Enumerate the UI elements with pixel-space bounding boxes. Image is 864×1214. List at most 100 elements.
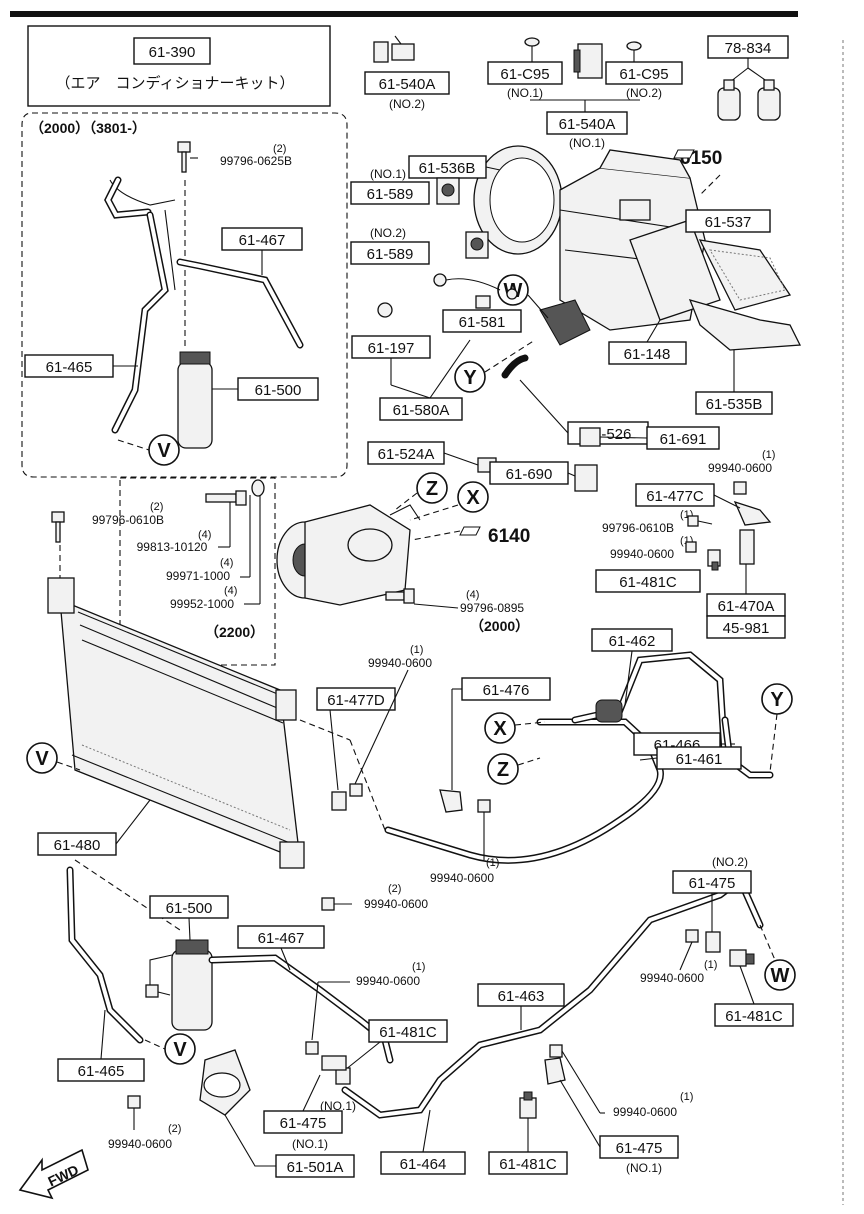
box-61-581[interactable]: [442, 309, 522, 333]
nut-b13: [305, 1041, 319, 1055]
marker-X-mid[interactable]: X: [457, 481, 489, 513]
switch-61-481C-lo: [321, 1055, 351, 1085]
label-61-691: 61-691: [660, 431, 707, 448]
label-no1-c: (NO.1): [370, 167, 406, 181]
marker-V-low[interactable]: V: [164, 1033, 196, 1065]
marker-Y-top[interactable]: Y: [454, 361, 486, 393]
code-b2: 99940-0600: [708, 461, 772, 475]
box-61-C95-2[interactable]: [605, 61, 683, 85]
duct-61-535B: [688, 299, 802, 351]
label-61-467-lo: 61-467: [258, 930, 305, 947]
label-61-501A: 61-501A: [287, 1159, 344, 1176]
kit-code-box[interactable]: [133, 37, 211, 65]
ref-6140-icon: [459, 526, 481, 536]
condenser: [47, 577, 305, 869]
marker-Z-mid[interactable]: Z: [416, 472, 448, 504]
label-61-481C-bottom: 61-481C: [499, 1156, 557, 1173]
label-61-C95-1: 61-C95: [500, 66, 549, 83]
svg-text:X: X: [493, 718, 507, 740]
qty-b7: (4): [220, 557, 233, 569]
box-61-540A-mid[interactable]: [546, 111, 628, 135]
nut-b11: [477, 799, 491, 813]
code-b12: 99940-0600: [364, 897, 428, 911]
clamp-61-475-no1-r: [544, 1057, 566, 1085]
box-61-589-1[interactable]: [350, 181, 430, 205]
code-b9: 99796-0895: [460, 601, 524, 615]
relay-61-470A: [739, 529, 755, 565]
label-61-524A: 61-524A: [378, 446, 435, 463]
label-no2-b: (NO.2): [626, 86, 662, 100]
switch-61-481C-r: [707, 549, 721, 571]
note-b9: （2000）: [470, 618, 529, 634]
drain-hose: [501, 354, 529, 379]
ref-6150-icon: [673, 149, 695, 159]
marker-V-up[interactable]: V: [148, 434, 180, 466]
top-border: [10, 11, 798, 17]
bolt-b1: [177, 141, 191, 173]
svg-text:V: V: [157, 440, 171, 462]
box-61-C95-1[interactable]: [487, 61, 563, 85]
seal-c95-2: [626, 41, 642, 51]
marker-X-low[interactable]: X: [484, 712, 516, 744]
seal-c95-1: [524, 37, 540, 47]
svg-text:Z: Z: [497, 759, 509, 781]
label-61-465-up: 61-465: [46, 359, 93, 376]
part-61-690: [574, 464, 598, 492]
kit-code: 61-390: [149, 44, 196, 61]
bracket-61-501A: [199, 1049, 251, 1116]
label-61-477C: 61-477C: [646, 488, 704, 505]
label-61-580A: 61-580A: [393, 402, 450, 419]
marker-Z-low[interactable]: Z: [487, 753, 519, 785]
marker-Y-mid[interactable]: Y: [761, 683, 793, 715]
box-61-580A[interactable]: [379, 397, 463, 421]
label-61-467-up: 61-467: [239, 232, 286, 249]
sensor-parts: [377, 273, 518, 318]
qty-b5: (2): [150, 501, 163, 513]
label-61-536B: 61-536B: [419, 160, 476, 177]
svg-text:Y: Y: [463, 367, 477, 389]
label-61-535B: 61-535B: [706, 396, 763, 413]
box-61-481C-r[interactable]: [595, 569, 701, 593]
qty-b15: (1): [680, 1091, 693, 1103]
label-no2-c: (NO.2): [370, 226, 406, 240]
code-b11: 99940-0600: [430, 871, 494, 885]
receiver-drier-lo: [145, 939, 213, 1031]
label-61-540A-top: 61-540A: [379, 76, 436, 93]
code-b1: 99796-0625B: [220, 154, 292, 168]
box-61-481C-lo[interactable]: [368, 1019, 448, 1043]
ref-6140: 6140: [488, 526, 530, 547]
marker-V-mid[interactable]: V: [26, 742, 58, 774]
label-61-470A: 61-470A: [718, 598, 775, 615]
qty-b10: (1): [410, 644, 423, 656]
switch-61-481C-lo-r: [729, 949, 755, 967]
relay-part: [573, 43, 603, 79]
box-45-981[interactable]: [706, 615, 786, 639]
label-61-690: 61-690: [506, 466, 553, 483]
code-b15: 99940-0600: [613, 1105, 677, 1119]
bolt-b3: [687, 515, 699, 527]
code-b5: 99796-0610B: [92, 513, 164, 527]
switch-61-481C-bottom: [519, 1091, 537, 1119]
box-61-589-2[interactable]: [350, 241, 430, 265]
marker-W-low[interactable]: W: [764, 959, 796, 991]
label-no1-b: (NO.1): [569, 136, 605, 150]
label-61-500-up: 61-500: [255, 382, 302, 399]
label-61-537: 61-537: [705, 214, 752, 231]
label-61-461: 61-461: [676, 751, 723, 768]
nut-b10: [349, 783, 363, 797]
qty-b11: (1): [486, 857, 499, 869]
connector-part: [373, 35, 415, 63]
nut-b16: [127, 1095, 141, 1109]
box-61-540A-top[interactable]: [364, 71, 450, 95]
qty-b13: (1): [412, 961, 425, 973]
label-61-481C-lo: 61-481C: [379, 1024, 437, 1041]
svg-text:V: V: [35, 748, 49, 770]
qty-b1: (2): [273, 143, 286, 155]
nut-b14: [685, 929, 699, 943]
label-61-480: 61-480: [54, 837, 101, 854]
label-61-475-no1-r: 61-475: [616, 1140, 663, 1157]
label-61-589-2: 61-589: [367, 246, 414, 263]
box-61-537[interactable]: [685, 209, 771, 233]
label-61-463: 61-463: [498, 988, 545, 1005]
svg-text:Y: Y: [770, 689, 784, 711]
